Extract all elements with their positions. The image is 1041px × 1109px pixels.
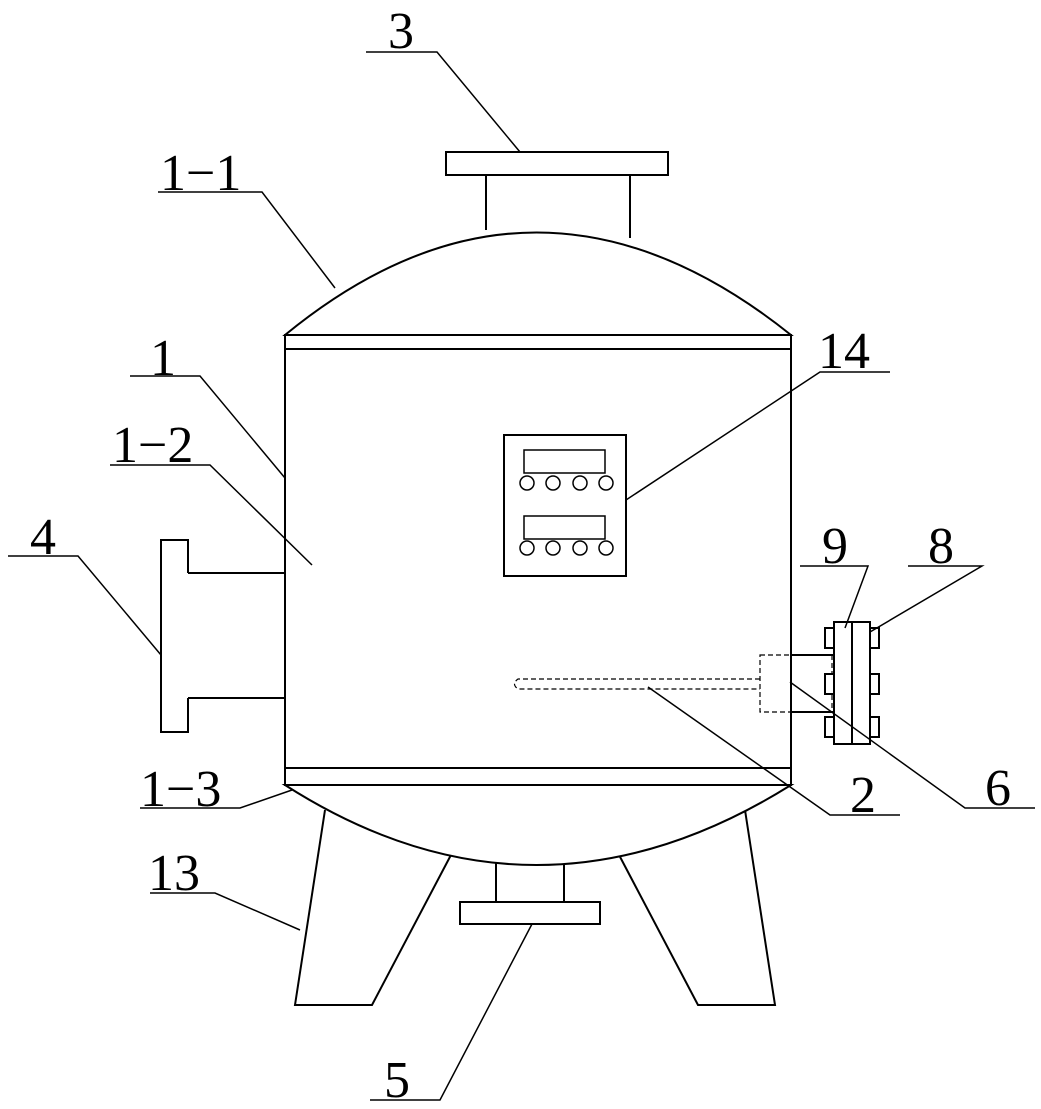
- display-screen-lower: [523, 515, 606, 540]
- control-panel: [503, 434, 627, 577]
- label-1-1: 1−1: [160, 145, 241, 202]
- flange-plate-outer: [851, 621, 871, 745]
- bottom-outlet-nozzle: [459, 858, 601, 925]
- label-2: 2: [850, 767, 876, 824]
- top-head: [282, 231, 794, 336]
- leader-lines: [8, 51, 1035, 1101]
- label-6: 6: [985, 760, 1011, 817]
- label-13: 13: [148, 845, 200, 902]
- label-4: 4: [30, 509, 56, 566]
- leg-left: [293, 809, 453, 1006]
- label-14: 14: [818, 323, 870, 380]
- side-inlet-flange: [160, 539, 285, 733]
- label-1-2: 1−2: [112, 417, 193, 474]
- display-screen-upper: [523, 449, 606, 474]
- label-5: 5: [384, 1052, 410, 1109]
- label-1-3: 1−3: [140, 761, 221, 818]
- leg-right: [617, 809, 777, 1006]
- label-9: 9: [822, 518, 848, 575]
- label-8: 8: [928, 518, 954, 575]
- label-1: 1: [150, 330, 176, 387]
- bottom-head: [281, 784, 795, 866]
- label-3: 3: [388, 3, 414, 60]
- side-flange-assembly: [791, 621, 880, 745]
- top-inlet-nozzle: [445, 151, 669, 238]
- flange-plate-inner: [833, 621, 853, 745]
